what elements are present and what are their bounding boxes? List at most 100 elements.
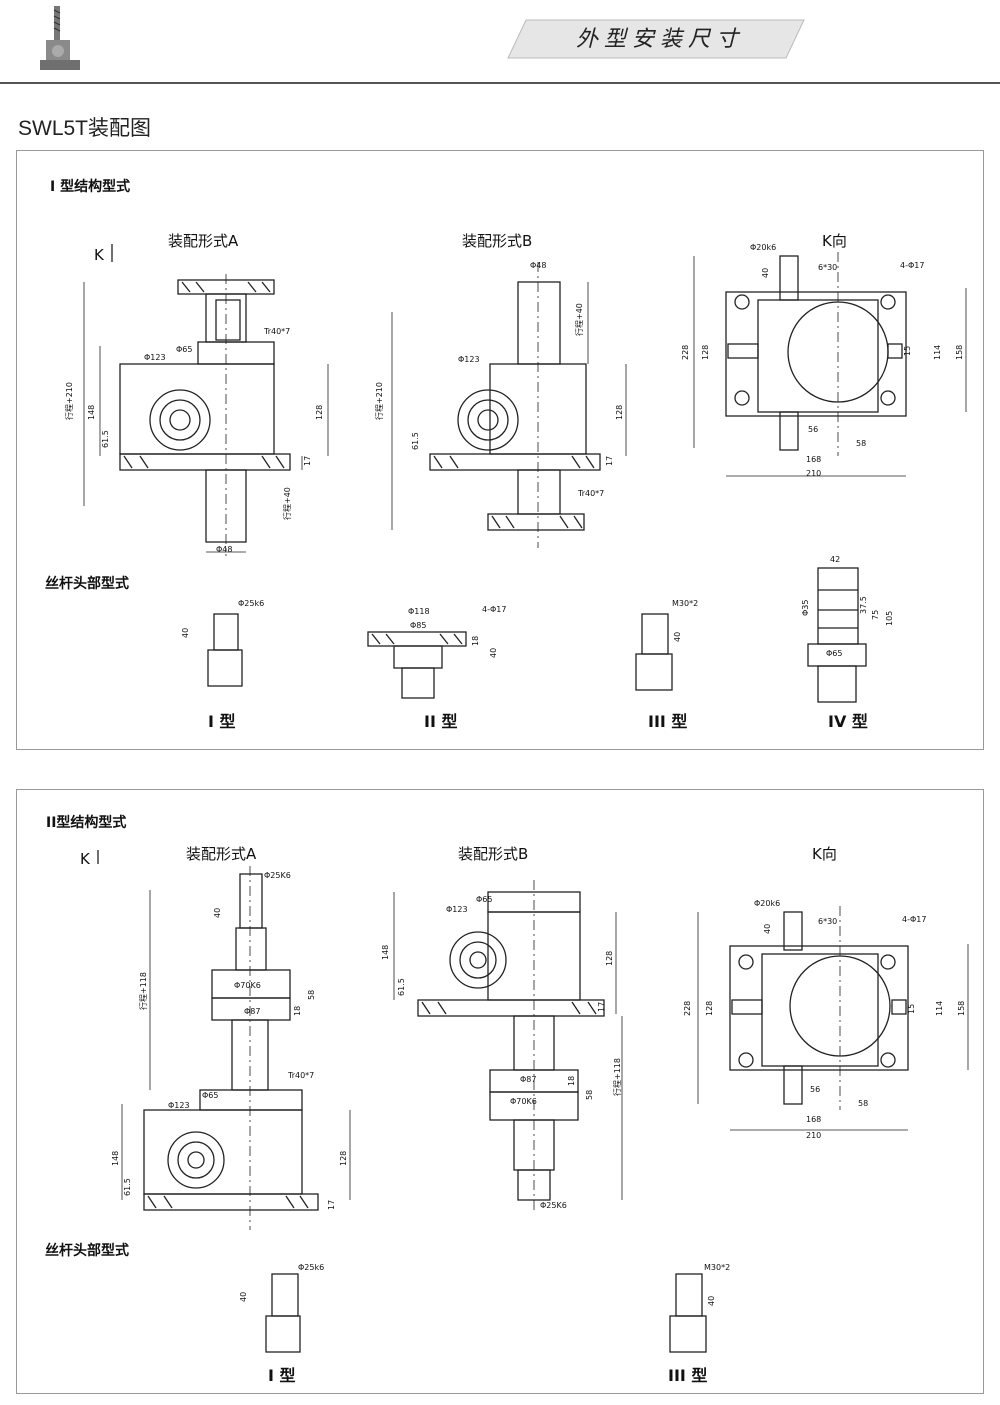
dim: Φ118 — [408, 607, 430, 616]
view-k-title: K向 — [822, 232, 847, 250]
dim-phi65: Φ65 — [176, 345, 192, 354]
dim-holes: 4-Φ17 — [900, 261, 924, 270]
section-1-title: I 型结构型式 — [50, 179, 131, 195]
dim-168: 168 — [806, 455, 821, 464]
screw-heads-title: 丝杆头部型式 — [45, 1243, 129, 1259]
dim: Φ123 — [446, 905, 468, 914]
dim: Φ123 — [168, 1101, 190, 1110]
dim: Φ35 — [801, 600, 810, 616]
dim-61: 61.5 — [411, 432, 420, 450]
dim: 18 — [471, 636, 480, 646]
dim: 148 — [381, 945, 390, 960]
dim: 4-Φ17 — [902, 915, 926, 924]
assembly-b-drawing: Φ65 Φ123 148 61.5 128 17 Φ87 18 行程+118 5… — [381, 880, 623, 1210]
dim: 17 — [597, 1002, 606, 1012]
type-label: IV 型 — [828, 712, 868, 731]
type-label: III 型 — [648, 712, 688, 731]
dim: Φ87 — [520, 1075, 536, 1084]
dim: 128 — [339, 1151, 348, 1166]
dim: 40 — [239, 1292, 248, 1302]
assembly-a-drawing: Φ25K6 40 行程+118 Φ70K6 58 Φ87 18 Tr40*7 Φ… — [97, 850, 351, 1230]
dim: 行程+118 — [612, 1058, 622, 1096]
dim-stroke-40: 行程+40 — [574, 303, 584, 336]
dim: 61.5 — [397, 978, 406, 996]
dim-128: 128 — [315, 405, 324, 420]
k-view-marker: K — [94, 246, 104, 264]
dim: 17 — [327, 1200, 336, 1210]
dim: Φ25k6 — [238, 599, 264, 608]
screw-head-type-4: 42 Φ35 37.5 75 105 Φ65 — [801, 555, 894, 703]
dim: 105 — [885, 611, 894, 626]
dim-128: 128 — [615, 405, 624, 420]
dim-17: 17 — [303, 456, 312, 466]
dim-tr: Tr40*7 — [263, 327, 290, 336]
dim: Φ65 — [476, 895, 492, 904]
view-b-title: 装配形式B — [458, 845, 529, 863]
type-label: II 型 — [424, 712, 458, 731]
dim: M30*2 — [704, 1263, 730, 1272]
dim-158: 158 — [955, 345, 964, 360]
dim: 228 — [683, 1001, 692, 1016]
k-view-drawing: Φ20k6 6*30 4-Φ17 40 228 128 15 114 158 5… — [681, 243, 967, 478]
dim: Φ70K6 — [234, 981, 261, 990]
dim: Φ70K6 — [510, 1097, 537, 1106]
dim: 行程+118 — [138, 972, 148, 1010]
assembly-a-drawing: 行程+210 148 61.5 128 17 行程+40 Tr40*7 Φ65 … — [64, 244, 329, 556]
dim-tr: Tr40*7 — [577, 489, 604, 498]
dim: 40 — [673, 632, 682, 642]
dim: 58 — [307, 990, 316, 1000]
dim: 114 — [935, 1001, 944, 1016]
dim: 40 — [181, 628, 190, 638]
dim-58: 58 — [856, 439, 866, 448]
section-1-panel — [16, 150, 984, 750]
assembly-b-drawing: 行程+210 61.5 128 17 行程+40 Φ48 Φ123 Tr40*7 — [374, 261, 627, 548]
dim: Φ25K6 — [540, 1201, 567, 1210]
screw-head-type-2: Φ118 4-Φ17 Φ85 18 40 — [367, 605, 506, 699]
dim: 58 — [858, 1099, 868, 1108]
dim: 40 — [707, 1296, 716, 1306]
dim: 40 — [763, 924, 772, 934]
dim: 37.5 — [859, 596, 868, 614]
dim: 128 — [705, 1001, 714, 1016]
screw-head-type-3: M30*2 40 — [669, 1263, 730, 1353]
dim: 128 — [605, 951, 614, 966]
dim-56: 56 — [808, 425, 818, 434]
k-view-drawing: Φ20k6 6*30 4-Φ17 40 228 128 15 114 158 5… — [683, 899, 969, 1140]
dim: 61.5 — [123, 1178, 132, 1196]
screw-head-type-1: Φ25k6 40 — [181, 599, 264, 687]
dim-228: 228 — [681, 345, 690, 360]
dim: Φ87 — [244, 1007, 260, 1016]
screw-head-type-3: M30*2 40 — [635, 599, 698, 691]
view-k-title: K向 — [812, 845, 837, 863]
dim-17: 17 — [605, 456, 614, 466]
dim-15: 15 — [903, 346, 912, 356]
section-2-panel — [16, 789, 984, 1394]
dim: 56 — [810, 1085, 820, 1094]
dim-phi123: Φ123 — [144, 353, 166, 362]
dim-114: 114 — [933, 345, 942, 360]
dim-40: 40 — [761, 268, 770, 278]
dim: 168 — [806, 1115, 821, 1124]
dim: 210 — [806, 1131, 821, 1140]
dim: 4-Φ17 — [482, 605, 506, 614]
dim-phi123: Φ123 — [458, 355, 480, 364]
view-b-title: 装配形式B — [462, 232, 533, 250]
dim: 148 — [111, 1151, 120, 1166]
dim-phi48: Φ48 — [216, 545, 232, 554]
dim: Φ25k6 — [298, 1263, 324, 1272]
dim-phi20: Φ20k6 — [750, 243, 776, 252]
dim-210: 210 — [806, 469, 821, 478]
page-title: SWL5T装配图 — [18, 117, 152, 140]
type-label: I 型 — [268, 1366, 296, 1385]
banner-title: 外型安装尺寸 — [575, 27, 744, 52]
type-label: III 型 — [668, 1366, 708, 1385]
section-2-title: II型结构型式 — [46, 815, 127, 831]
dim: Φ85 — [410, 621, 426, 630]
dim: 75 — [871, 610, 880, 620]
dim: 42 — [830, 555, 840, 564]
type-label: I 型 — [208, 712, 236, 731]
dim: 6*30 — [818, 917, 837, 926]
view-a-title: 装配形式A — [186, 845, 257, 863]
dim-stroke: 行程+210 — [374, 382, 384, 420]
